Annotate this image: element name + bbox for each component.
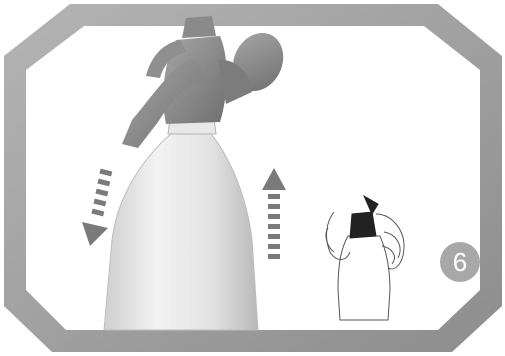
step-number: 6 — [453, 247, 467, 277]
step-number-badge: 6 — [440, 242, 480, 282]
